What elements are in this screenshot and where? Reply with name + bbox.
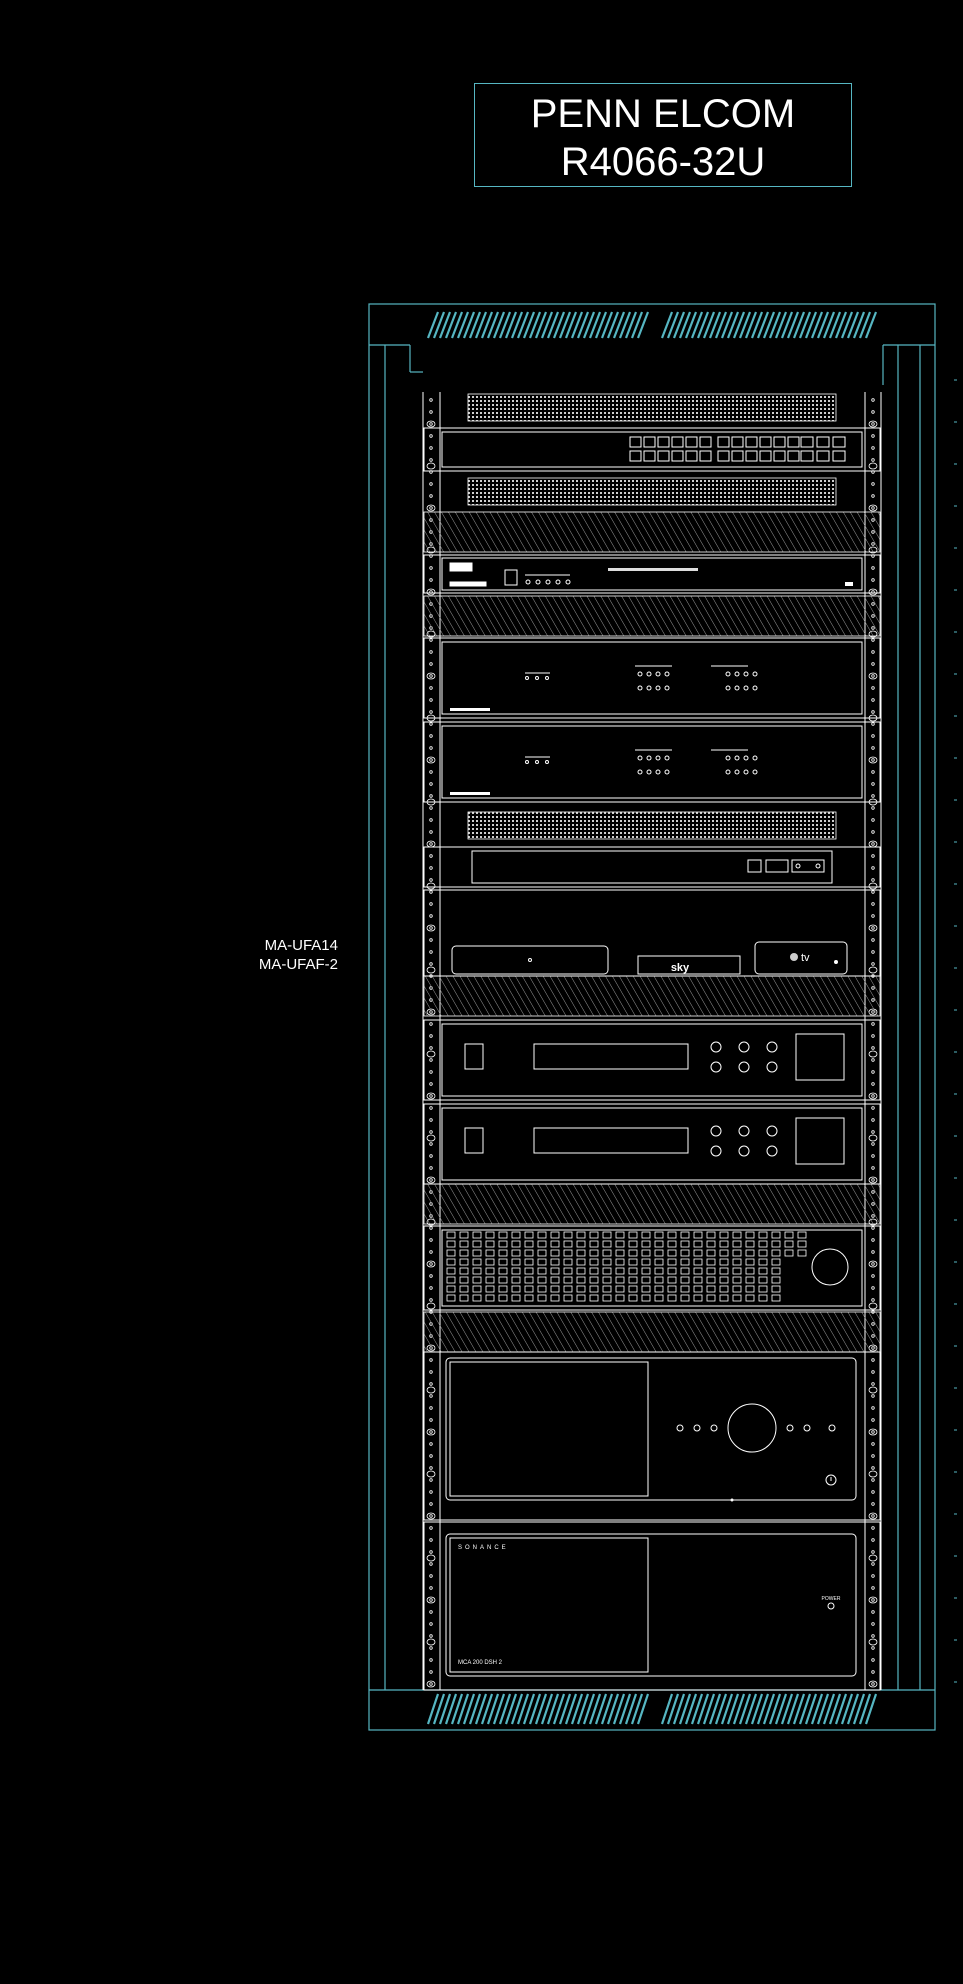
vent-panel-2 (467, 477, 837, 506)
interface-panel (423, 846, 881, 888)
rack-brand: PENN ELCOM (530, 92, 796, 136)
accessory-label-1: MA-UFA14 (264, 937, 338, 954)
amplifier-2 (423, 1521, 881, 1691)
rack-vent-slots (426, 311, 878, 1725)
amp-power-label: POWER (822, 1596, 841, 1602)
network-switch (423, 427, 881, 472)
source-shelf (423, 889, 881, 977)
amplifier-1 (423, 1351, 881, 1521)
vent-panel-3 (467, 811, 837, 840)
tuner-unit-1 (423, 1019, 881, 1101)
accessory-label-2: MA-UFAF-2 (258, 956, 338, 973)
apple-tv-label: tv (801, 952, 810, 964)
blank-panel-4 (423, 1183, 881, 1225)
apple-tv-logo-icon (790, 953, 798, 961)
grid-vent-unit (423, 1225, 881, 1311)
av-matrix-switcher-2 (423, 721, 881, 803)
amp-model-label: MCA 200 DSH 2 (458, 1660, 503, 1666)
av-matrix-switcher-1 (423, 637, 881, 719)
rack-rails (422, 392, 882, 1690)
frame-tick-marks (954, 379, 957, 1683)
rail-mounting-holes (426, 398, 878, 1688)
rack-title-box: PENN ELCOM R4066-32U (474, 83, 852, 187)
blank-panel-3 (423, 975, 881, 1017)
control-processor (423, 554, 881, 594)
rack-frame (368, 303, 936, 1731)
blank-panel-2 (423, 595, 881, 637)
tuner-unit-2 (423, 1103, 881, 1185)
sky-logo: sky (671, 962, 690, 974)
amp-brand-label: SONANCE (458, 1545, 509, 1551)
blank-panel-1 (423, 511, 881, 553)
blank-panel-5 (423, 1311, 881, 1353)
vent-panel-1 (467, 393, 837, 422)
rack-model: R4066-32U (560, 140, 766, 184)
